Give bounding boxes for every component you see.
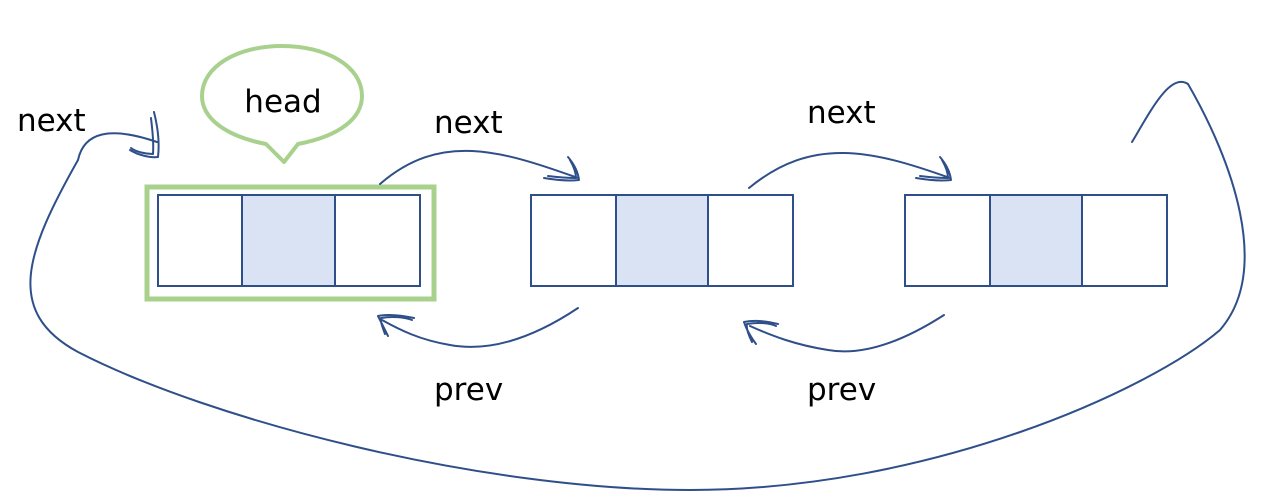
prev-label-2-to-1: prev [434, 372, 503, 408]
node-2 [530, 194, 794, 287]
prev-arrow-3-to-2: prev [743, 314, 945, 408]
head-callout: head [200, 44, 364, 164]
node-1-prev-cell [157, 194, 243, 287]
node-2-next-cell [707, 194, 794, 287]
node-3-data-cell [989, 194, 1083, 287]
node-2-data-cell [615, 194, 709, 287]
next-curve-1-to-2 [379, 149, 579, 185]
node-2-prev-cell [530, 194, 617, 287]
arrow-head-icon [377, 313, 415, 337]
head-callout-label: head [244, 84, 321, 120]
arrow-head-icon [743, 319, 779, 345]
node-1-data-cell [241, 194, 336, 287]
head-highlight-frame [144, 184, 437, 302]
head-callout-bubble [200, 44, 364, 164]
node-3 [904, 194, 1168, 287]
next-arrow-2-to-3: next [748, 95, 952, 189]
next-arrow-3-to-1-loop: next [17, 80, 1246, 491]
node-1-next-cell [334, 194, 421, 287]
node-3-prev-cell [904, 194, 991, 287]
arrow-head-icon [915, 156, 952, 182]
next-label-loop: next [17, 103, 86, 139]
loop-curve-3-to-1 [29, 80, 1246, 491]
next-label-1-to-2: next [434, 105, 503, 141]
prev-arrow-2-to-1: prev [377, 307, 579, 408]
prev-curve-2-to-1 [381, 307, 579, 348]
arrow-head-icon [543, 156, 580, 182]
next-curve-2-to-3 [748, 152, 951, 189]
node-1 [157, 194, 421, 287]
arrow-head-icon [129, 111, 160, 159]
node-3-next-cell [1081, 194, 1168, 287]
next-arrow-1-to-2: next [379, 105, 580, 185]
prev-curve-3-to-2 [749, 314, 945, 353]
next-label-2-to-3: next [807, 95, 876, 131]
prev-label-3-to-2: prev [807, 372, 876, 408]
